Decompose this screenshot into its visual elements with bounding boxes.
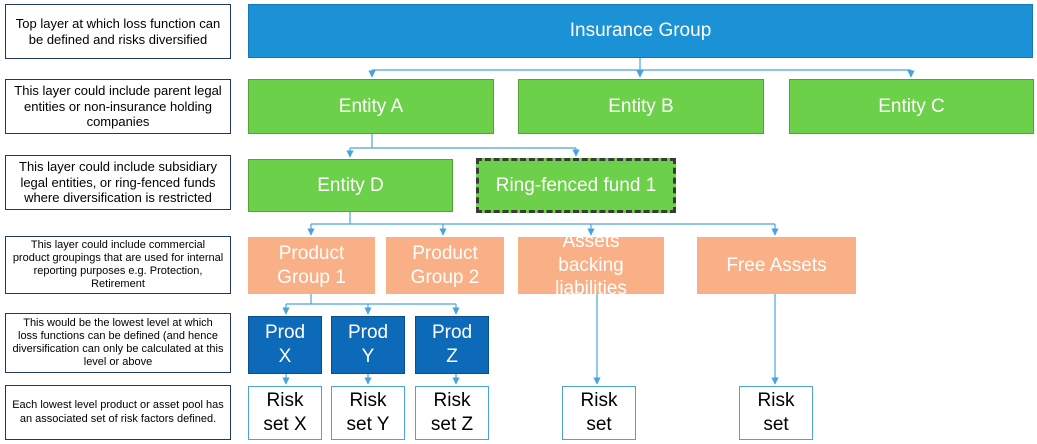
- prod-x-node[interactable]: Prod X: [248, 316, 322, 374]
- risk-set-free-assets-node[interactable]: Risk set: [739, 386, 813, 440]
- entity-b-node[interactable]: Entity B: [518, 79, 764, 134]
- risk-set-x-node[interactable]: Risk set X: [248, 386, 322, 440]
- entity-c-node[interactable]: Entity C: [789, 79, 1034, 134]
- layer-description-parent-entities: This layer could include parent legal en…: [5, 79, 231, 134]
- layer-description-subsidiaries: This layer could include subsidiary lega…: [5, 155, 231, 210]
- entity-d-node[interactable]: Entity D: [248, 159, 453, 212]
- layer-description-top: Top layer at which loss function can be …: [5, 4, 231, 59]
- prod-y-node[interactable]: Prod Y: [331, 316, 405, 374]
- layer-description-lowest-level: This would be the lowest level at which …: [5, 313, 231, 373]
- prod-z-node[interactable]: Prod Z: [415, 316, 489, 374]
- insurance-group-node[interactable]: Insurance Group: [248, 4, 1033, 58]
- ring-fenced-fund-node[interactable]: Ring-fenced fund 1: [476, 158, 676, 213]
- layer-description-risk-factors: Each lowest level product or asset pool …: [5, 385, 231, 440]
- entity-a-node[interactable]: Entity A: [248, 79, 494, 134]
- layer-description-product-groupings: This layer could include commercial prod…: [5, 236, 231, 294]
- product-group-1-node[interactable]: Product Group 1: [248, 237, 375, 294]
- risk-set-z-node[interactable]: Risk set Z: [415, 386, 489, 440]
- free-assets-node[interactable]: Free Assets: [697, 237, 856, 294]
- risk-set-assets-node[interactable]: Risk set: [562, 386, 636, 440]
- assets-backing-liabilities-node[interactable]: Assets backing liabilities: [518, 231, 664, 299]
- risk-set-y-node[interactable]: Risk set Y: [331, 386, 405, 440]
- product-group-2-node[interactable]: Product Group 2: [386, 237, 504, 294]
